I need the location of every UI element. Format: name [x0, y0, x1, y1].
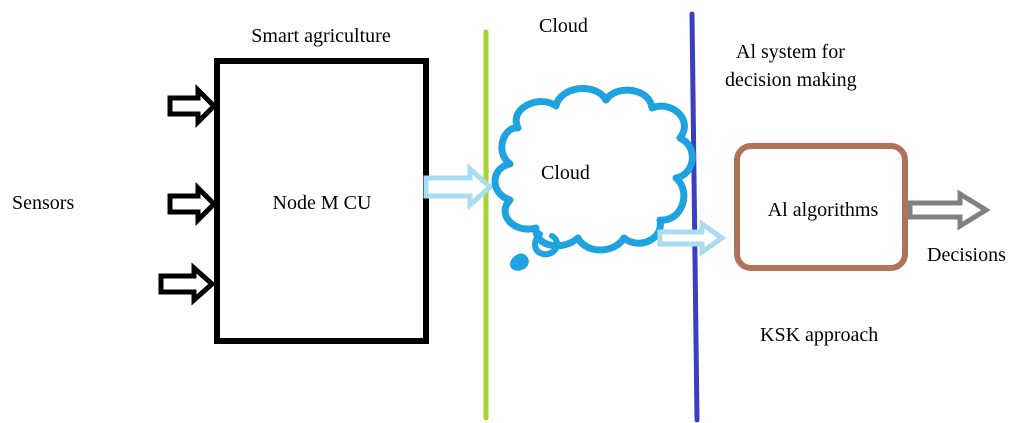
ai-algorithms-label: Al algorithms — [768, 199, 879, 221]
ai-algorithms-box — [734, 143, 908, 271]
sensors-label: Sensors — [12, 192, 74, 214]
blue-separator-line — [689, 11, 700, 423]
ksk-approach-label: KSK approach — [760, 324, 878, 346]
cloud-to-ai-arrow-icon — [657, 219, 727, 257]
smart-agriculture-label: Smart agriculture — [251, 25, 391, 47]
decision-arrow-icon — [907, 189, 991, 231]
ai-system-label-line2: decision making — [725, 69, 857, 91]
node-mcu-box — [214, 58, 429, 344]
mcu-to-cloud-arrow-icon — [423, 163, 494, 211]
thought-cloud-icon — [491, 85, 696, 271]
ai-system-label-line1: Al system for — [736, 41, 845, 63]
cloud-header-label: Cloud — [539, 15, 588, 37]
node-mcu-label: Node M CU — [273, 192, 372, 214]
sensor-arrow-icon — [158, 262, 216, 306]
decisions-label: Decisions — [927, 244, 1006, 266]
sensor-arrow-icon — [167, 181, 218, 227]
sensor-arrows — [158, 83, 218, 306]
sensor-arrow-icon — [167, 83, 218, 129]
cloud-inside-label: Cloud — [541, 162, 590, 184]
